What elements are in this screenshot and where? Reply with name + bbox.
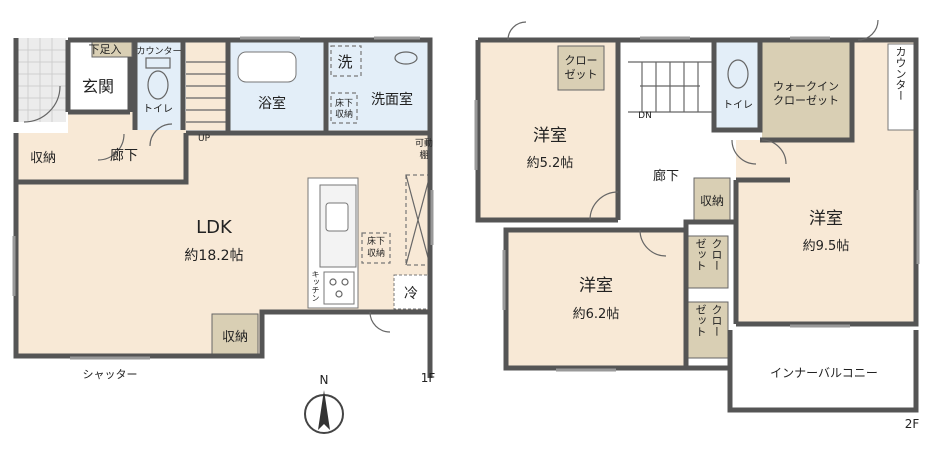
label-shuno-ldk: 収納 bbox=[222, 330, 248, 345]
bathtub bbox=[237, 51, 297, 83]
label-rouka-2f: 廊下 bbox=[653, 168, 679, 184]
label-walkin-2: クローゼット bbox=[773, 94, 839, 107]
walkin-closet bbox=[762, 42, 852, 140]
fridge bbox=[393, 274, 429, 310]
label-youshitsu-a-size: 約5.2帖 bbox=[527, 156, 574, 171]
toilet-1f-bowl bbox=[147, 70, 169, 100]
label-floor-2f: 2F bbox=[905, 417, 920, 431]
label-yokushitsu: 浴室 bbox=[258, 95, 286, 112]
label-walkin-1: ウォークイン bbox=[773, 80, 839, 93]
floor-1: 下足入 カウンター 玄関 トイレ 廊下 収納 浴室 洗 洗面室 床下 収納 可動… bbox=[12, 36, 436, 385]
underfloor-storage-kitchen bbox=[361, 232, 391, 264]
toilet-2f-floor bbox=[716, 42, 760, 130]
kitchen-stove bbox=[323, 271, 355, 305]
label-ldk: LDK bbox=[196, 217, 233, 238]
counter-2f bbox=[887, 43, 915, 131]
label-youshitsu-c: 洋室 bbox=[579, 276, 613, 296]
label-closet-b-1: クロー bbox=[710, 238, 723, 271]
label-senmenshitsu: 洗面室 bbox=[371, 91, 413, 108]
washing-machine-space bbox=[330, 45, 362, 77]
label-shuno-1f-corridor: 収納 bbox=[30, 151, 56, 166]
label-up: UP bbox=[198, 134, 211, 144]
label-counter-1f: カウンター bbox=[136, 46, 181, 57]
label-floor-1f: 1F bbox=[421, 371, 436, 385]
label-ldk-size: 約18.2帖 bbox=[184, 248, 243, 264]
label-yukashita-wash-1: 床下 bbox=[335, 97, 353, 109]
room-c-floor bbox=[506, 230, 686, 368]
toilet-2f-bowl bbox=[727, 59, 749, 89]
closet-b bbox=[685, 235, 729, 289]
storage-2f-corridor bbox=[693, 177, 731, 223]
label-shutter: シャッター bbox=[83, 368, 138, 381]
washroom-floor bbox=[326, 42, 430, 130]
label-closet-b-2: ゼット bbox=[694, 238, 707, 271]
label-closet-a-1: クロー bbox=[565, 54, 598, 67]
porch-tile bbox=[16, 38, 66, 122]
label-yukashita-k-2: 収納 bbox=[367, 247, 385, 259]
label-rouka-1f: 廊下 bbox=[110, 147, 138, 164]
label-youshitsu-a: 洋室 bbox=[533, 126, 567, 146]
compass: N bbox=[304, 373, 344, 434]
genkan-area bbox=[68, 60, 130, 112]
toilet-1f-floor bbox=[135, 40, 183, 130]
label-shitabako: 下足入 bbox=[89, 43, 122, 56]
floor-2: クロー ゼット 洋室 約5.2帖 DN トイレ ウォークイン クローゼット 廊下… bbox=[474, 19, 920, 431]
label-toilet-2f: トイレ bbox=[723, 100, 753, 111]
label-genkan: 玄関 bbox=[82, 77, 114, 96]
label-dn: DN bbox=[638, 111, 652, 121]
label-shuno-2f: 収納 bbox=[700, 194, 724, 208]
label-youshitsu-b: 洋室 bbox=[809, 209, 843, 229]
label-yukashita-k-1: 床下 bbox=[367, 235, 385, 247]
label-kadodana-2: 棚 bbox=[419, 149, 428, 161]
label-yukashita-wash-2: 収納 bbox=[335, 108, 353, 120]
storage-ldk bbox=[211, 313, 259, 357]
label-north: N bbox=[320, 373, 329, 387]
label-youshitsu-c-size: 約6.2帖 bbox=[573, 307, 620, 322]
label-closet-a-2: ゼット bbox=[565, 68, 598, 81]
pantry-shelf bbox=[405, 174, 431, 266]
label-toilet-1f: トイレ bbox=[143, 104, 173, 115]
closet-c bbox=[685, 301, 729, 359]
room-b-floor bbox=[736, 140, 916, 324]
label-closet-c-1: クロー bbox=[710, 304, 723, 337]
wash-basin bbox=[394, 51, 418, 65]
inner-balcony bbox=[736, 332, 916, 410]
label-youshitsu-b-size: 約9.5帖 bbox=[803, 239, 850, 254]
kitchen-sink bbox=[325, 202, 349, 232]
closet-a bbox=[557, 45, 605, 91]
label-kadodana-1: 可動 bbox=[415, 138, 433, 149]
north-arrow-icon bbox=[318, 390, 330, 430]
label-counter-2f: カウンター bbox=[894, 46, 907, 101]
label-sen: 洗 bbox=[337, 53, 352, 71]
label-kitchen: キッチン bbox=[311, 270, 320, 302]
label-closet-c-2: ゼット bbox=[694, 304, 707, 337]
label-rei: 冷 bbox=[404, 286, 418, 302]
label-balcony: インナーバルコニー bbox=[770, 366, 878, 380]
